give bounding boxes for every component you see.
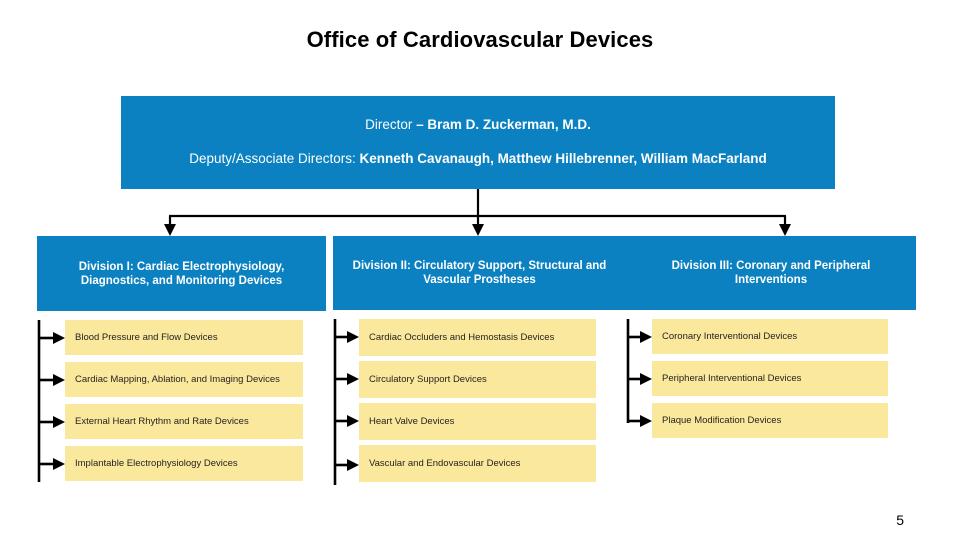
list-item[interactable]: Peripheral Interventional Devices	[652, 361, 888, 396]
division-3-item-list: Coronary Interventional Devices Peripher…	[626, 319, 916, 438]
division-1-item-list: Blood Pressure and Flow Devices Cardiac …	[37, 320, 326, 482]
deputy-directors-line: Deputy/Associate Directors: Kenneth Cava…	[121, 151, 835, 166]
deputy-names: Kenneth Cavanaugh, Matthew Hillebrenner,…	[359, 151, 767, 166]
division-1-header[interactable]: Division I: Cardiac Electrophysiology, D…	[37, 236, 326, 311]
division-column-1: Division I: Cardiac Electrophysiology, D…	[37, 236, 326, 488]
list-item[interactable]: Coronary Interventional Devices	[652, 319, 888, 354]
division-2-header[interactable]: Division II: Circulatory Support, Struct…	[333, 236, 626, 310]
director-line: Director – Bram D. Zuckerman, M.D.	[121, 117, 835, 132]
list-item[interactable]: Circulatory Support Devices	[359, 361, 596, 398]
list-item[interactable]: Plaque Modification Devices	[652, 403, 888, 438]
division-column-3: Division III: Coronary and Peripheral In…	[626, 236, 916, 445]
division-column-2: Division II: Circulatory Support, Struct…	[333, 236, 626, 487]
leadership-box: Director – Bram D. Zuckerman, M.D. Deput…	[121, 96, 835, 189]
division-2-item-list: Cardiac Occluders and Hemostasis Devices…	[333, 319, 626, 485]
list-item[interactable]: Heart Valve Devices	[359, 403, 596, 440]
deputy-label: Deputy/Associate Directors:	[189, 151, 360, 166]
list-item[interactable]: External Heart Rhythm and Rate Devices	[65, 404, 303, 439]
page-title: Office of Cardiovascular Devices	[306, 27, 654, 52]
division-3-header[interactable]: Division III: Coronary and Peripheral In…	[626, 236, 916, 310]
list-item[interactable]: Blood Pressure and Flow Devices	[65, 320, 303, 355]
list-item[interactable]: Implantable Electrophysiology Devices	[65, 446, 303, 481]
page-number: 5	[896, 512, 904, 528]
list-item[interactable]: Vascular and Endovascular Devices	[359, 445, 596, 482]
director-label: Director	[365, 117, 417, 132]
director-name: – Bram D. Zuckerman, M.D.	[416, 117, 591, 132]
list-item[interactable]: Cardiac Occluders and Hemostasis Devices	[359, 319, 596, 356]
list-item[interactable]: Cardiac Mapping, Ablation, and Imaging D…	[65, 362, 303, 397]
